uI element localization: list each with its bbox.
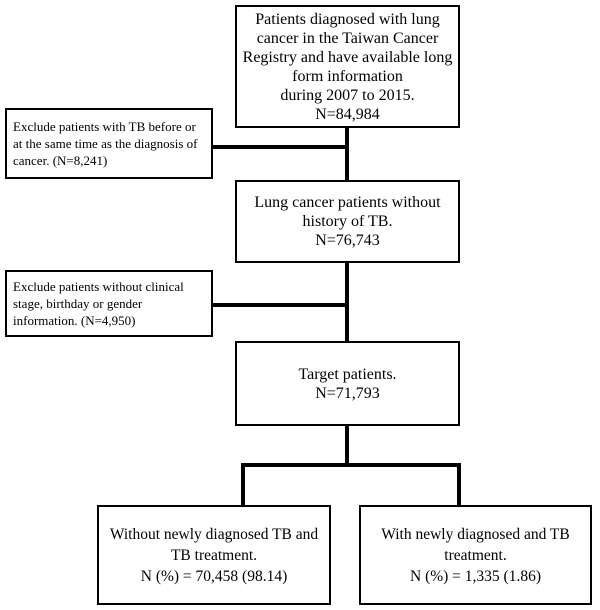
- without-tb-line-2: TB treatment.: [170, 546, 258, 564]
- registry-patients-box: Patients diagnosed with lung cancer in t…: [235, 5, 460, 128]
- with-tb-line-2: treatment.: [444, 546, 507, 564]
- target-count: N=71,793: [315, 384, 380, 402]
- exclude-tb-line-2: at the same time as the diagnosis of: [13, 136, 198, 151]
- without-tb-box: Without newly diagnosed TB and TB treatm…: [97, 505, 331, 605]
- registry-line-4: form information: [292, 67, 403, 85]
- without-tb-count: N (%) = 70,458 (98.14): [140, 567, 288, 585]
- exclude-tb-line-3: cancer. (N=8,241): [13, 153, 108, 168]
- registry-line-5: during 2007 to 2015.: [280, 86, 415, 104]
- exclude-missing-box: Exclude patients without clinical stage,…: [5, 270, 213, 337]
- registry-line-1: Patients diagnosed with lung: [255, 10, 440, 28]
- exclude-tb-line-1: Exclude patients with TB before or: [13, 119, 196, 134]
- with-tb-line-1: With newly diagnosed and TB: [381, 525, 570, 543]
- without-tb-line-1: Without newly diagnosed TB and: [109, 525, 319, 543]
- no-tb-history-box: Lung cancer patients without history of …: [235, 180, 460, 263]
- with-tb-box: With newly diagnosed and TB treatment. N…: [359, 505, 592, 605]
- target-patients-box: Target patients. N=71,793: [235, 341, 460, 426]
- exclude-missing-line-3: information. (N=4,950): [13, 313, 136, 328]
- exclude-missing-line-2: stage, birthday or gender: [13, 296, 143, 311]
- registry-count: N=84,984: [315, 105, 380, 123]
- target-line-1: Target patients.: [298, 365, 397, 383]
- no-tb-line-2: history of TB.: [302, 213, 393, 230]
- exclude-missing-line-1: Exclude patients without clinical: [13, 279, 184, 294]
- registry-line-2: cancer in the Taiwan Cancer: [256, 29, 439, 47]
- no-tb-line-1: Lung cancer patients without: [254, 194, 441, 211]
- with-tb-count: N (%) = 1,335 (1.86): [410, 567, 541, 585]
- exclude-tb-box: Exclude patients with TB before or at th…: [5, 108, 213, 179]
- registry-line-3: Registry and have available long: [242, 48, 453, 66]
- no-tb-count: N=76,743: [315, 232, 380, 249]
